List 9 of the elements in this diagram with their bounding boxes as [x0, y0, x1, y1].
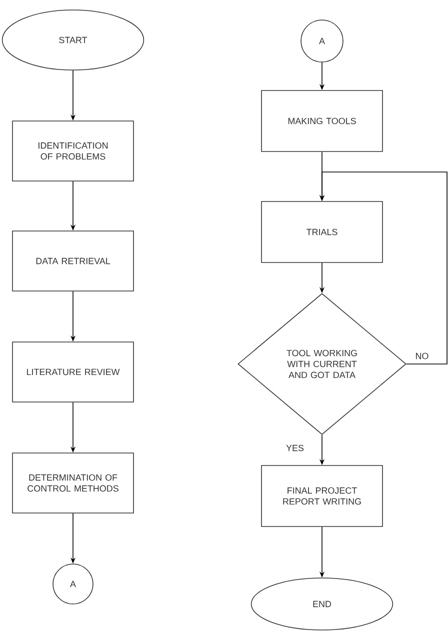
- process-box: IDENTIFICATION OF PROBLEMS: [12, 120, 134, 182]
- process-box: FINAL PROJECT REPORT WRITING: [261, 465, 383, 527]
- edge-label: YES: [285, 444, 305, 452]
- process-box: MAKING TOOLS: [261, 90, 383, 152]
- process-box: TRIALS: [261, 201, 383, 263]
- edge-label: NO: [414, 352, 430, 360]
- process-box: DETERMINATION OF CONTROL METHODS: [12, 452, 134, 514]
- process-box: LITERATURE REVIEW: [12, 342, 134, 402]
- process-box: DATA RETRIEVAL: [12, 230, 134, 292]
